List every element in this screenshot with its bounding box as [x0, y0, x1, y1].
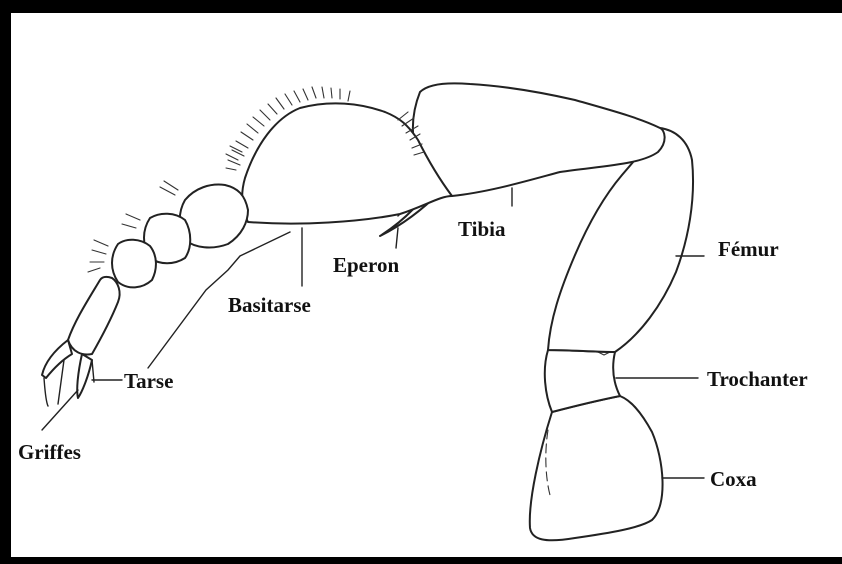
label-tibia: Tibia	[458, 217, 506, 241]
label-tarse: Tarse	[124, 369, 173, 393]
leader-line-eperon	[396, 228, 398, 248]
diagram-canvas: Griffes Tarse Basitarse Eperon Tibia Fém…	[11, 13, 842, 557]
tarse-segments	[68, 181, 248, 354]
label-femur: Fémur	[718, 237, 779, 261]
label-basitarse: Basitarse	[228, 293, 311, 317]
leader-line-griffes	[42, 390, 78, 430]
label-coxa: Coxa	[710, 467, 757, 491]
coxa-segment	[530, 396, 663, 540]
label-eperon: Eperon	[333, 253, 399, 277]
label-trochanter: Trochanter	[707, 367, 808, 391]
insect-leg-diagram: Griffes Tarse Basitarse Eperon Tibia Fém…	[11, 13, 842, 557]
label-griffes: Griffes	[18, 440, 81, 464]
